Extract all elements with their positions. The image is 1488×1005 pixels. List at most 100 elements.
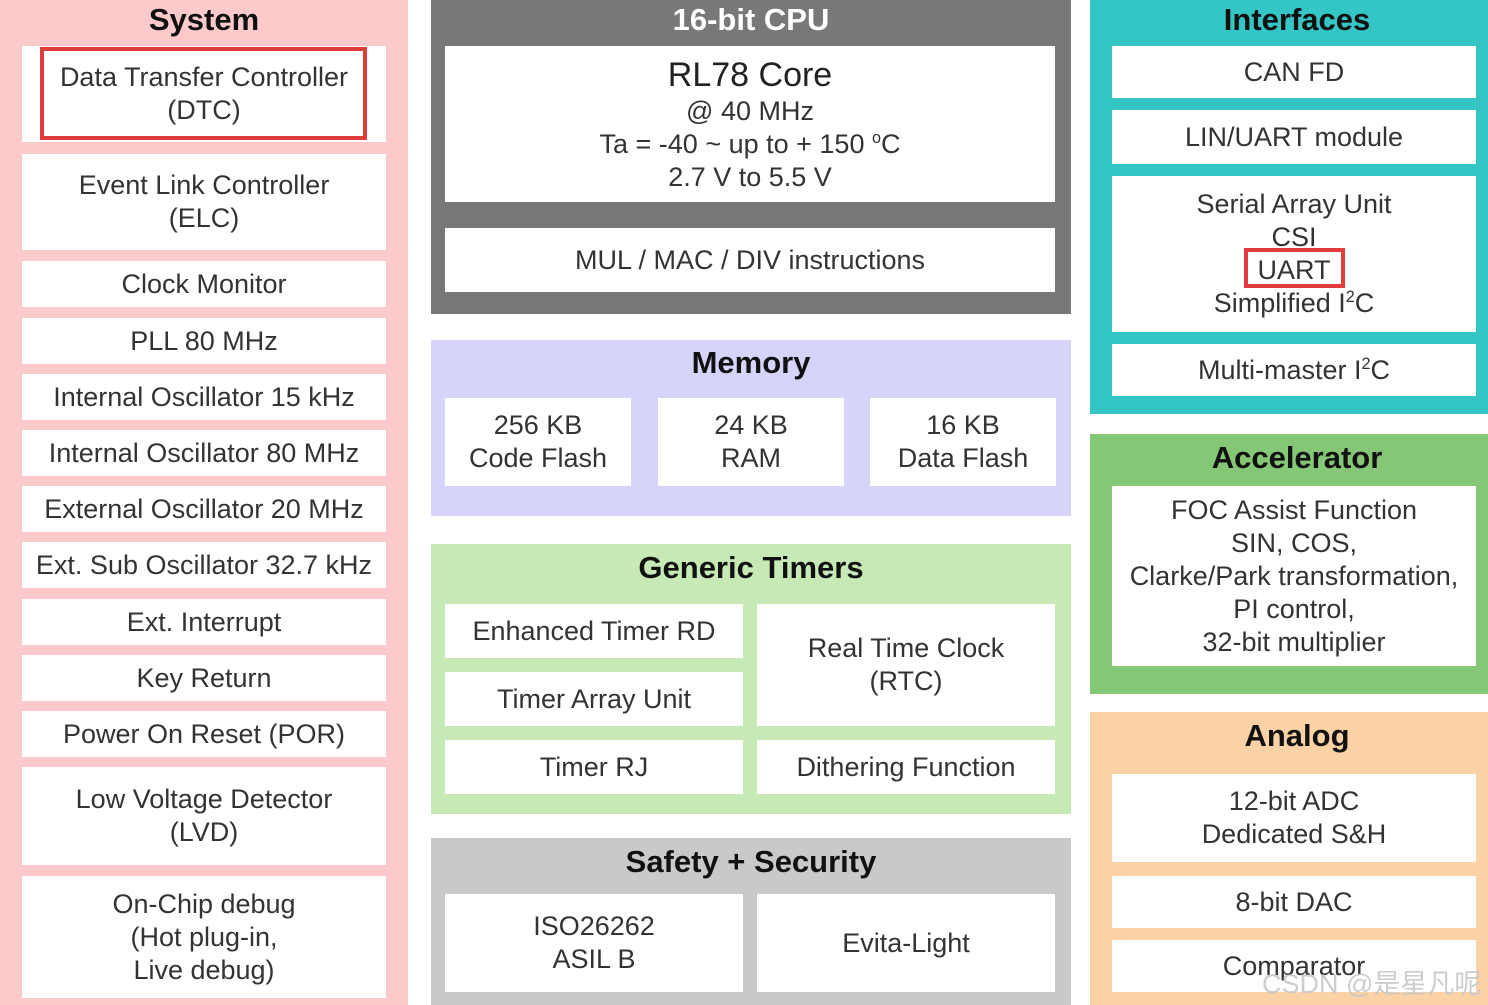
core-temp-degree: o xyxy=(871,128,881,147)
csdn-watermark: CSDN @是星凡呢 xyxy=(1262,969,1482,999)
interface-sau-i2c: Simplified I2C xyxy=(1214,287,1375,320)
interface-can-fd: CAN FD xyxy=(1112,46,1476,98)
memory-ram-label: RAM xyxy=(721,443,781,473)
memory-code-flash-label: Code Flash xyxy=(468,443,608,473)
analog-adc-l1: 12-bit ADC xyxy=(1228,786,1360,816)
system-item-lvd: Low Voltage Detector (LVD) xyxy=(22,767,386,865)
timer-rtc-l2: (RTC) xyxy=(869,666,943,696)
system-item-pll-label: PLL 80 MHz xyxy=(130,325,278,356)
core-name: RL78 Core xyxy=(667,55,833,94)
core-temp-range: Ta = -40 ~ up to + 150 xyxy=(599,128,872,159)
analog-comparator: Comparator xyxy=(1112,940,1476,992)
interface-sau: Serial Array Unit CSI UART Simplified I2… xyxy=(1112,176,1476,332)
accelerator-title: Accelerator xyxy=(1211,440,1383,475)
accelerator-foc-box: FOC Assist Function SIN, COS, Clarke/Par… xyxy=(1112,486,1476,666)
timer-enhanced-rd: Enhanced Timer RD xyxy=(445,604,743,658)
system-item-int-osc-80m: Internal Oscillator 80 MHz xyxy=(22,430,386,476)
dtc-highlight-box xyxy=(40,47,367,140)
system-item-ocd-l1: On-Chip debug xyxy=(112,888,296,919)
core-voltage: 2.7 V to 5.5 V xyxy=(668,161,832,192)
core-freq: @ 40 MHz xyxy=(686,95,814,126)
timer-enhanced-rd-label: Enhanced Timer RD xyxy=(472,615,716,646)
core-temp-unit: C xyxy=(880,128,901,159)
interface-multi-master-label: Multi-master I2C xyxy=(1198,354,1390,387)
system-item-ext-sub-osc: Ext. Sub Oscillator 32.7 kHz xyxy=(22,542,386,588)
interface-mm-prefix: Multi-master I xyxy=(1197,354,1362,385)
system-item-clock-monitor-label: Clock Monitor xyxy=(121,268,287,299)
system-title: System xyxy=(148,2,260,37)
timer-array-unit: Timer Array Unit xyxy=(445,672,743,726)
timer-rj-label: Timer RJ xyxy=(539,751,649,782)
core-temp: Ta = -40 ~ up to + 150 oC xyxy=(600,128,901,161)
system-item-pll: PLL 80 MHz xyxy=(22,318,386,364)
uart-highlight-box xyxy=(1244,248,1345,288)
system-item-elc: Event Link Controller (ELC) xyxy=(22,154,386,250)
timer-rtc: Real Time Clock (RTC) xyxy=(757,604,1055,726)
system-item-ext-osc-20m-label: External Oscillator 20 MHz xyxy=(44,493,364,524)
interface-sau-l1: Serial Array Unit xyxy=(1196,189,1392,219)
accelerator-l5: 32-bit multiplier xyxy=(1202,626,1386,657)
memory-data-flash-size: 16 KB xyxy=(926,410,1000,440)
cpu-title: 16-bit CPU xyxy=(672,2,830,37)
cpu-panel: 16-bit CPU RL78 Core @ 40 MHz Ta = -40 ~… xyxy=(431,0,1071,314)
memory-data-flash-label: Data Flash xyxy=(897,443,1029,473)
system-item-por: Power On Reset (POR) xyxy=(22,711,386,757)
system-item-ext-sub-osc-label: Ext. Sub Oscillator 32.7 kHz xyxy=(35,549,373,580)
interface-lin-uart-label: LIN/UART module xyxy=(1184,121,1404,152)
interface-sau-uart: UART xyxy=(1257,255,1331,285)
memory-data-flash: 16 KB Data Flash xyxy=(870,398,1056,486)
system-item-lvd-l2: (LVD) xyxy=(169,817,239,847)
safety-evita: Evita-Light xyxy=(757,894,1055,992)
system-item-key-return: Key Return xyxy=(22,655,386,701)
analog-dac-label: 8-bit DAC xyxy=(1235,886,1353,917)
accelerator-l3: Clarke/Park transformation, xyxy=(1129,560,1459,591)
timer-array-unit-label: Timer Array Unit xyxy=(496,683,692,714)
interface-lin-uart: LIN/UART module xyxy=(1112,110,1476,164)
safety-evita-label: Evita-Light xyxy=(842,927,970,958)
timer-dithering-label: Dithering Function xyxy=(796,751,1016,782)
analog-comparator-label: Comparator xyxy=(1222,950,1366,981)
interface-sau-i2c-suffix: C xyxy=(1354,288,1375,318)
mul-mac-div-box: MUL / MAC / DIV instructions xyxy=(445,228,1055,292)
interface-mm-suffix: C xyxy=(1370,354,1391,385)
system-panel: System Data Transfer Controller (DTC) Ev… xyxy=(0,0,408,1005)
system-item-ocd-l3: Live debug) xyxy=(133,954,275,985)
system-item-ext-interrupt: Ext. Interrupt xyxy=(22,599,386,645)
safety-iso26262: ISO26262 ASIL B xyxy=(445,894,743,992)
accelerator-panel: Accelerator FOC Assist Function SIN, COS… xyxy=(1090,434,1488,694)
safety-iso26262-l1: ISO26262 xyxy=(533,911,655,941)
interface-can-fd-label: CAN FD xyxy=(1243,56,1345,87)
timers-title: Generic Timers xyxy=(638,550,864,585)
analog-adc-l2: Dedicated S&H xyxy=(1201,819,1387,849)
timer-rtc-l1: Real Time Clock xyxy=(807,633,1005,663)
safety-iso26262-l2: ASIL B xyxy=(552,944,636,974)
system-item-por-label: Power On Reset (POR) xyxy=(62,718,346,749)
memory-ram-size: 24 KB xyxy=(714,410,788,440)
system-item-dtc: Data Transfer Controller (DTC) xyxy=(22,46,386,142)
system-item-int-osc-15k: Internal Oscillator 15 kHz xyxy=(22,374,386,420)
interfaces-title: Interfaces xyxy=(1223,2,1371,37)
analog-title: Analog xyxy=(1244,718,1350,753)
system-item-elc-l1: Event Link Controller xyxy=(78,170,330,200)
memory-code-flash-size: 256 KB xyxy=(493,410,583,440)
accelerator-l1: FOC Assist Function xyxy=(1170,494,1418,525)
interfaces-panel: Interfaces CAN FD LIN/UART module Serial… xyxy=(1090,0,1488,414)
analog-dac: 8-bit DAC xyxy=(1112,876,1476,928)
accelerator-l4: PI control, xyxy=(1233,593,1355,624)
system-item-ocd-l2: (Hot plug-in, xyxy=(130,921,278,952)
system-item-int-osc-80m-label: Internal Oscillator 80 MHz xyxy=(48,437,360,468)
timer-rj: Timer RJ xyxy=(445,740,743,794)
memory-panel: Memory 256 KB Code Flash 24 KB RAM 16 KB… xyxy=(431,340,1071,516)
interface-sau-i2c-prefix: Simplified I xyxy=(1213,288,1346,318)
memory-ram: 24 KB RAM xyxy=(658,398,844,486)
interface-sau-i2c-sup: 2 xyxy=(1345,288,1355,306)
system-item-clock-monitor: Clock Monitor xyxy=(22,261,386,307)
analog-panel: Analog 12-bit ADC Dedicated S&H 8-bit DA… xyxy=(1090,712,1488,1005)
system-item-ext-osc-20m: External Oscillator 20 MHz xyxy=(22,486,386,532)
system-item-int-osc-15k-label: Internal Oscillator 15 kHz xyxy=(53,381,355,412)
system-item-ocd: On-Chip debug (Hot plug-in, Live debug) xyxy=(22,876,386,998)
system-item-dtc-l2: (DTC) xyxy=(167,95,241,125)
system-item-ext-interrupt-label: Ext. Interrupt xyxy=(126,606,282,637)
mul-mac-div-label: MUL / MAC / DIV instructions xyxy=(574,244,926,275)
accelerator-l2: SIN, COS, xyxy=(1230,527,1358,558)
